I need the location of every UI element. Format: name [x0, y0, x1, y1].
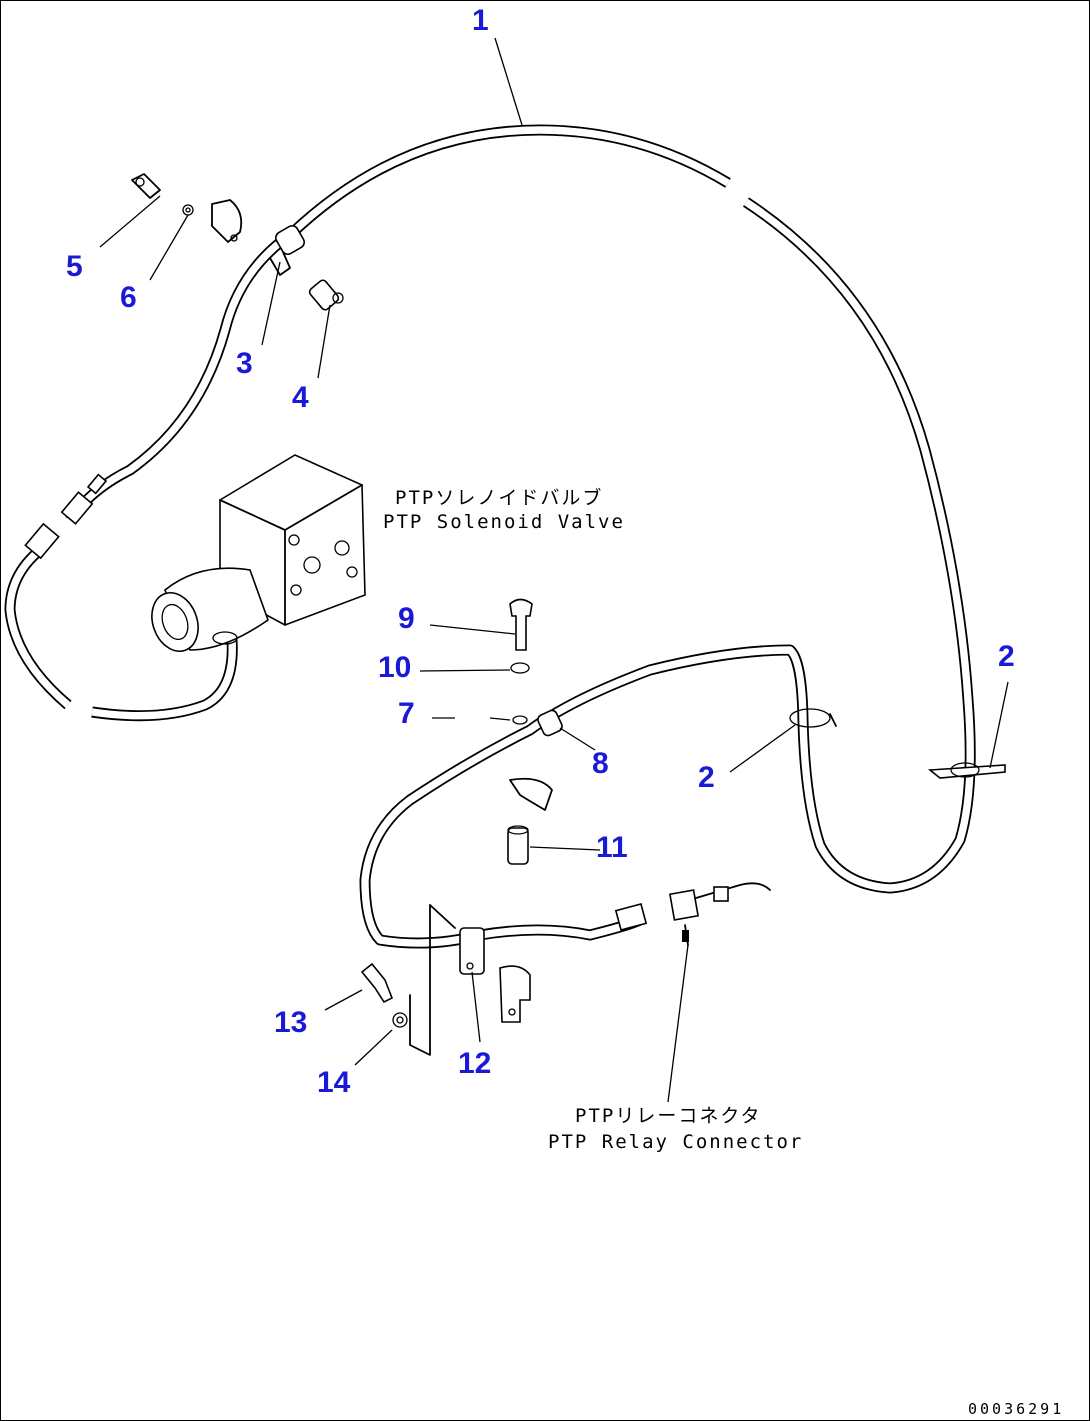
callout-11: 11 — [596, 831, 628, 864]
part-callouts: 1 2 2 3 4 5 6 7 8 9 10 11 12 13 14 — [66, 4, 1015, 1099]
callout-14: 14 — [317, 1066, 351, 1099]
callout-7: 7 — [398, 697, 415, 730]
callout-10: 10 — [378, 651, 411, 684]
callout-2-right: 2 — [998, 640, 1015, 673]
callout-1: 1 — [472, 4, 489, 37]
main-harness — [4, 124, 976, 949]
callout-4: 4 — [292, 381, 309, 414]
solenoid-caption-en: PTP Solenoid Valve — [383, 511, 625, 533]
callout-13: 13 — [274, 1006, 307, 1039]
callout-6: 6 — [120, 281, 137, 314]
callout-9: 9 — [398, 602, 415, 635]
clamp-8-assembly — [507, 598, 563, 865]
callout-3: 3 — [236, 347, 253, 380]
captions: PTPソレノイドバルブ PTP Solenoid Valve PTPリレーコネク… — [383, 486, 1064, 1418]
clamp-2-assemblies — [789, 708, 1006, 779]
callout-5: 5 — [66, 250, 83, 283]
clamp-3-assembly — [131, 173, 344, 311]
leader-lines — [99, 37, 1009, 1103]
solenoid-caption-jp: PTPソレノイドバルブ — [395, 486, 603, 509]
drawing-code: 00036291 — [968, 1400, 1064, 1418]
callout-2-middle: 2 — [698, 761, 715, 794]
callout-8: 8 — [592, 747, 609, 780]
solenoid-valve — [151, 454, 366, 652]
relay-caption-jp: PTPリレーコネクタ — [575, 1105, 762, 1127]
relay-caption-en: PTP Relay Connector — [548, 1131, 803, 1153]
callout-12: 12 — [458, 1047, 491, 1080]
